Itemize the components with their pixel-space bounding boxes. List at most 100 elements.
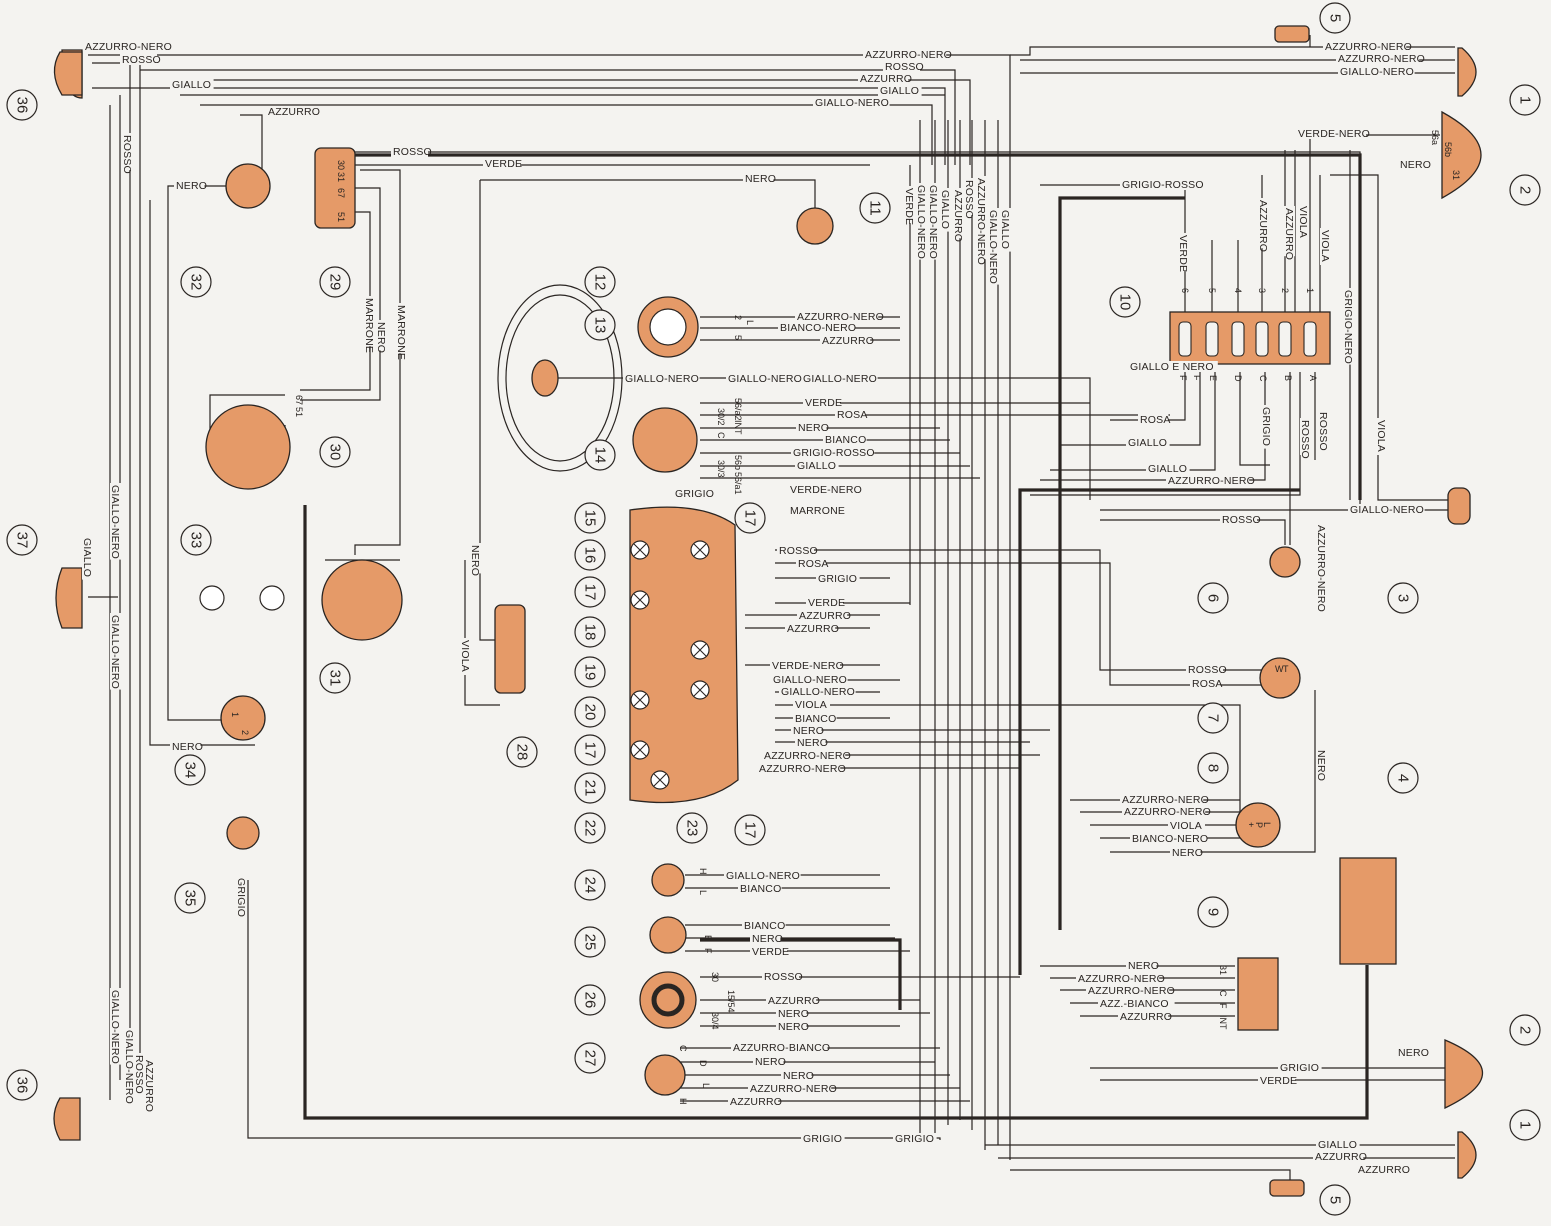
wire-label-text: AZZURRO-NERO — [797, 311, 884, 323]
callout: 3 — [1387, 582, 1419, 614]
callout: 21 — [574, 772, 606, 804]
wire-top-giallo-nero — [200, 104, 933, 165]
pin-label: P — [1254, 822, 1264, 828]
wire-label-text: AZZURRO-NERO — [865, 49, 952, 61]
wire-label-text: GIALLO-NERO — [109, 990, 121, 1064]
wire-label-text: VIOLA — [1170, 820, 1202, 832]
wire-label-text: GIALLO — [172, 79, 211, 91]
wire-label: AZZURRO-NERO — [1315, 523, 1327, 612]
callout: 22 — [574, 812, 606, 844]
pin-label: H — [698, 868, 708, 875]
wire-label: BIANCO-NERO — [1130, 833, 1208, 845]
wire-label: GRIGIO — [1260, 405, 1272, 449]
cluster-bulb — [630, 740, 650, 760]
pin-label: 5 — [1207, 288, 1217, 293]
fuse — [1231, 321, 1245, 357]
callout-number: 35 — [182, 890, 199, 907]
wire-label: NERO — [795, 737, 828, 749]
wire-label-text: AZZURRO-NERO — [750, 1083, 837, 1095]
gauge-7 — [1259, 657, 1301, 699]
wire-fb-e — [1050, 372, 1216, 471]
wire-label: NERO — [753, 1056, 786, 1068]
wire-label: GIALLO-NERO — [779, 686, 856, 698]
callout-number: 3 — [1395, 594, 1412, 602]
wire-bot-az2 — [1010, 1169, 1291, 1185]
wire-label: AZZURRO-NERO — [762, 750, 851, 762]
callout: 28 — [506, 736, 538, 768]
callout-number: 28 — [514, 744, 531, 761]
wires — [88, 35, 1455, 1185]
wire-label-text: BIANCO — [740, 883, 781, 895]
pin-label: 31 — [336, 172, 346, 182]
headlamp-1-top — [1457, 47, 1477, 97]
wire-label: ROSSO — [777, 545, 818, 557]
wire-label: AZZURRO — [1118, 1011, 1172, 1023]
callout: 5 — [1319, 1184, 1351, 1216]
wire-fb-b2 — [1030, 372, 1301, 496]
wire-label: GIALLO — [939, 188, 951, 232]
wire-label-text: GIALLO — [1148, 463, 1187, 475]
wire-c17-1 — [775, 549, 1270, 671]
pin-label: 56b — [733, 455, 743, 470]
cluster-bulb — [630, 690, 650, 710]
wire-label: AZZURRO-NERO — [1166, 475, 1255, 487]
headlamp-2-bottom — [1444, 1039, 1484, 1110]
wire-label: GIALLO-NERO — [927, 183, 939, 260]
wire-label-text: GRIGIO — [1280, 1062, 1319, 1074]
wire-label: AZZURRO-NERO — [1122, 806, 1211, 818]
wire-label: MARRONE — [363, 296, 375, 353]
callout-number: 6 — [1205, 594, 1222, 602]
wire-bot-grigio — [247, 880, 941, 1140]
pin-label: 67 — [294, 395, 304, 405]
callout: 4 — [1387, 762, 1419, 794]
callout-number: 25 — [582, 934, 599, 951]
wire-label: VIOLA — [1319, 228, 1331, 265]
unit-34 — [220, 695, 266, 741]
pin-label: 2 — [240, 730, 250, 735]
wire-label-text: GRIGIO — [235, 878, 247, 917]
wire-label: NERO — [170, 741, 203, 753]
wire-label: ROSA — [1138, 414, 1170, 426]
callout-number: 5 — [1327, 14, 1344, 22]
wire-label-text: BIANCO — [825, 434, 866, 446]
wire-label: GRIGIO — [673, 488, 717, 500]
wire-label-text: AZZURRO — [787, 623, 839, 635]
pin-label: 30 — [336, 160, 346, 170]
pin-label: F — [1192, 375, 1202, 381]
callout: 17 — [734, 814, 766, 846]
wire-label-text: NERO — [778, 1008, 809, 1020]
pin-label: H — [678, 1098, 688, 1105]
pin-label: 15/54 — [726, 990, 736, 1013]
callout: 33 — [180, 524, 212, 556]
wire-viola-top — [1330, 174, 1450, 501]
wire-battery-ground — [303, 505, 1369, 1120]
wire-label: ROSSO — [883, 61, 924, 73]
wire-label: GIALLO-NERO — [726, 373, 803, 385]
callout-number: 22 — [582, 820, 599, 837]
callout: 8 — [1197, 752, 1229, 784]
wire-label: AZZURRO-NERO — [795, 311, 884, 323]
wire-label-text: ROSSO — [885, 61, 924, 73]
wire-label: VERDE-NERO — [770, 660, 844, 672]
callout: 32 — [180, 266, 212, 298]
callout: 18 — [574, 616, 606, 648]
wire-label-text: AZZURRO — [768, 995, 820, 1007]
pin-label: 30/4 — [710, 1012, 720, 1030]
wire-label-text: NERO — [755, 1056, 786, 1068]
wire-label: GIALLO-NERO — [1348, 504, 1425, 516]
wire-label-text: GRIGIO — [1260, 407, 1272, 446]
pin-label: D — [1233, 375, 1243, 382]
wire-label-text: AZZURRO-NERO — [1078, 973, 1165, 985]
wire-label: GIALLO-NERO — [623, 373, 700, 385]
wire-label: BIANCO-NERO — [778, 322, 856, 334]
wire-label-text: NERO — [172, 741, 203, 753]
wire-label-text: VIOLA — [795, 699, 827, 711]
wire-label: NERO — [781, 1070, 814, 1082]
wire-label: GIALLO-NERO — [771, 674, 848, 686]
wire-label-text: NERO — [1128, 960, 1159, 972]
wire-label: BIANCO — [738, 883, 782, 895]
wire-label-text: AZZURRO — [730, 1096, 782, 1108]
pin-label: L — [701, 1083, 711, 1088]
pin-label: L — [698, 890, 708, 895]
cluster-bulb — [630, 590, 650, 610]
